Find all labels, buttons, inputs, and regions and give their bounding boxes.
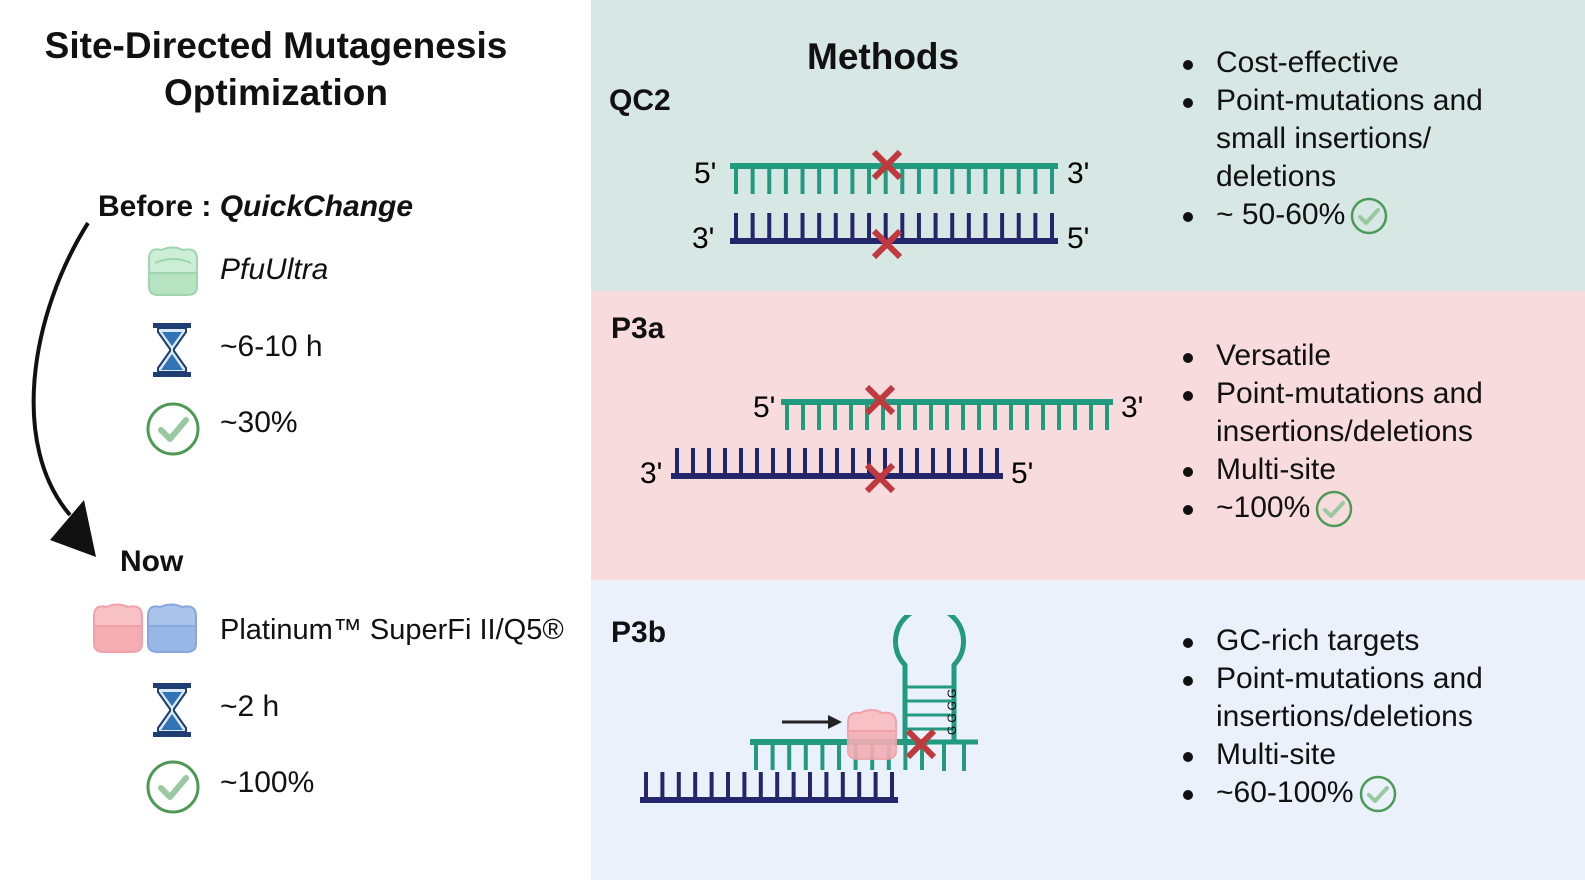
strand-label-3prime: 3'	[692, 222, 714, 255]
platinum-q5-enzymes-icon	[93, 603, 197, 653]
hourglass-icon	[153, 323, 191, 377]
bullet-item: ~100%	[1178, 489, 1548, 529]
bottom-dna-strand	[640, 772, 898, 803]
hourglass-icon	[153, 683, 191, 737]
strand-label-5prime: 5'	[753, 391, 775, 424]
hairpin-loop	[893, 615, 966, 740]
qc2-bullets: Cost-effective Point-mutations and small…	[1178, 44, 1548, 236]
top-dna-strand	[781, 399, 1113, 430]
mutation-x-icon	[905, 728, 937, 760]
method-title-p3b: P3b	[611, 616, 667, 649]
mutation-x-icon	[864, 462, 896, 494]
bullet-item: Point-mutations and insertions/deletions	[1178, 660, 1548, 736]
before-method: QuickChange	[219, 190, 414, 223]
pfuultra-enzyme-icon	[148, 246, 198, 296]
before-label: Before :	[98, 190, 220, 223]
strand-label-3prime: 3'	[640, 457, 662, 490]
now-enzyme: Platinum™ SuperFi II/Q5®	[220, 614, 564, 646]
before-to-now-arrow	[31, 221, 96, 557]
top-dna-strand	[750, 739, 928, 770]
bullet-item: Multi-site	[1178, 736, 1548, 774]
polymerase-enzyme-icon	[847, 709, 897, 760]
mutation-x-icon	[864, 384, 896, 416]
panel-p3a	[591, 291, 1585, 580]
check-circle-icon	[1316, 490, 1353, 528]
check-circle-icon	[146, 402, 200, 456]
title-line-1: Site-Directed Mutagenesis	[44, 25, 508, 66]
before-time: ~6-10 h	[220, 330, 323, 363]
bullet-item: Point-mutations and insertions/deletions	[1178, 375, 1548, 451]
method-title-p3a: P3a	[611, 312, 665, 345]
bullet-item: ~ 50-60%	[1178, 196, 1548, 236]
bottom-dna-strand	[671, 448, 1003, 479]
check-circle-icon	[1359, 775, 1396, 813]
hairpin-stem-pairs	[907, 685, 952, 731]
methods-header: Methods	[807, 36, 960, 77]
strand-label-5prime: 5'	[694, 157, 716, 190]
bullet-item: Versatile	[1178, 337, 1548, 375]
strand-label-5prime: 5'	[1011, 457, 1033, 490]
top-dna-strand	[730, 163, 1058, 194]
now-time: ~2 h	[220, 690, 280, 723]
hairpin-gc-bases: GGGG	[945, 686, 959, 735]
extension-arrow-icon	[782, 715, 842, 729]
qc2-primer-diagram: 5' 3' 3' 5'	[692, 149, 1089, 260]
strand-label-5prime: 5'	[1067, 222, 1089, 255]
before-enzyme: PfuUltra	[220, 253, 329, 286]
p3a-bullets: Versatile Point-mutations and insertions…	[1178, 337, 1548, 529]
method-title-qc2: QC2	[609, 84, 671, 117]
bullet-item: GC-rich targets	[1178, 622, 1548, 660]
strand-label-3prime: 3'	[1067, 157, 1089, 190]
bullet-item: Point-mutations and small insertions/ de…	[1178, 82, 1548, 196]
p3a-primer-diagram: 5' 3' 3' 5'	[640, 384, 1143, 494]
check-circle-icon	[146, 760, 200, 814]
p3b-bullets: GC-rich targets Point-mutations and inse…	[1178, 622, 1548, 814]
mutation-x-icon	[871, 228, 903, 260]
bullet-item: ~60-100%	[1178, 774, 1548, 814]
mutation-x-icon	[871, 149, 903, 181]
panel-p3b	[591, 580, 1585, 880]
before-efficiency: ~30%	[220, 406, 298, 439]
check-circle-icon	[1351, 197, 1388, 235]
bullet-item: Multi-site	[1178, 451, 1548, 489]
title-line-2: Optimization	[163, 72, 389, 113]
p3b-hairpin-diagram: GGGG	[640, 615, 978, 803]
before-heading: Before : QuickChange	[98, 190, 413, 224]
page-title: Site-Directed Mutagenesis Optimization	[0, 22, 552, 116]
now-efficiency: ~100%	[220, 766, 315, 799]
now-heading: Now	[120, 545, 184, 578]
bullet-item: Cost-effective	[1178, 44, 1548, 82]
strand-label-3prime: 3'	[1121, 391, 1143, 424]
